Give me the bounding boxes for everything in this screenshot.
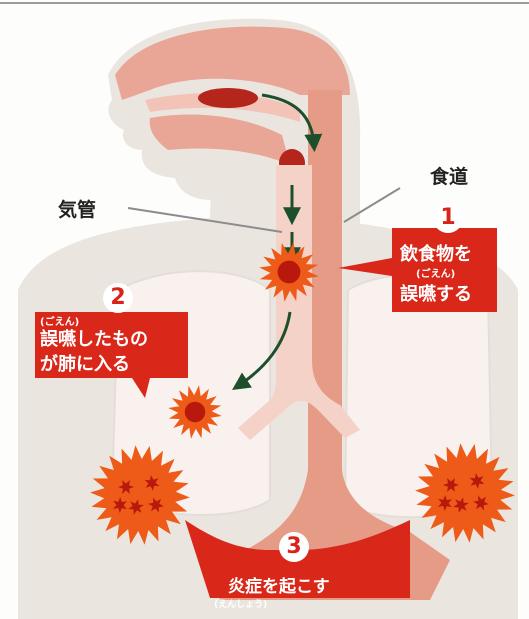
callout-3-line1: 炎症を起こす [228,572,330,597]
callout-3-ruby: (えんしょう) [214,597,267,610]
kikan-label: 気管 [58,195,96,222]
shokudo-label: 食道 [430,162,468,189]
callout-2-line2: が肺に入る [40,350,130,376]
food-in-mouth [198,88,258,108]
callout-1-ruby: (ごえん) [416,265,455,280]
step-2-badge: 2 [103,283,133,313]
lung-burst-icon-core [185,402,206,423]
callout-1-line1: 飲食物を [400,240,472,266]
callout-2-line1: 誤嚥したもの [40,325,148,351]
step-3-badge: 3 [279,532,309,562]
aspiration-burst-icon-core [278,261,301,284]
step-1-badge: 1 [433,203,463,233]
callout-1-line2: 誤嚥する [400,280,472,306]
